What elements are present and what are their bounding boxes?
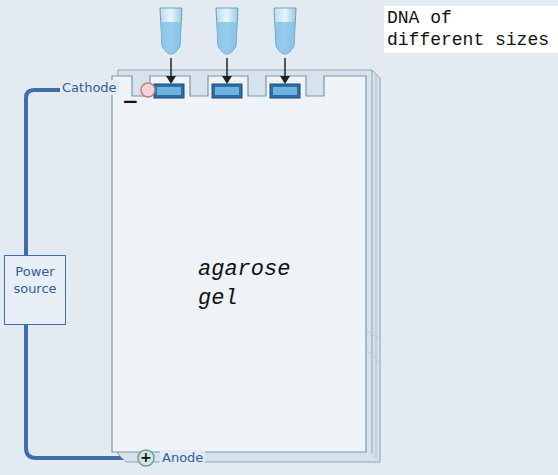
power-source-box: Power source xyxy=(4,255,66,325)
plate-edge xyxy=(366,330,380,340)
dna-sample xyxy=(157,87,181,95)
node-text: Power source xyxy=(8,264,62,298)
plate-edge xyxy=(376,74,377,458)
well xyxy=(270,84,300,98)
well xyxy=(154,84,184,98)
plus-sign: + xyxy=(140,449,152,466)
agarose-gel: agarose gel xyxy=(112,76,366,452)
anode-terminal xyxy=(138,450,154,466)
minus-sign: − xyxy=(122,91,139,111)
node-text: agarose gel xyxy=(198,256,318,313)
cathode-terminal xyxy=(141,83,155,97)
dna-sample xyxy=(215,87,239,95)
anode-label: Anode xyxy=(160,450,205,465)
tube xyxy=(160,8,182,84)
tube xyxy=(274,8,296,84)
gel-plate xyxy=(112,76,366,452)
plate-edge xyxy=(366,350,380,362)
well xyxy=(212,84,242,98)
plate-edge xyxy=(372,70,373,454)
tube xyxy=(216,8,238,84)
dna-label: DNA of different sizes xyxy=(384,6,558,53)
cathode-label: Cathode xyxy=(60,80,119,95)
dna-sample xyxy=(273,87,297,95)
